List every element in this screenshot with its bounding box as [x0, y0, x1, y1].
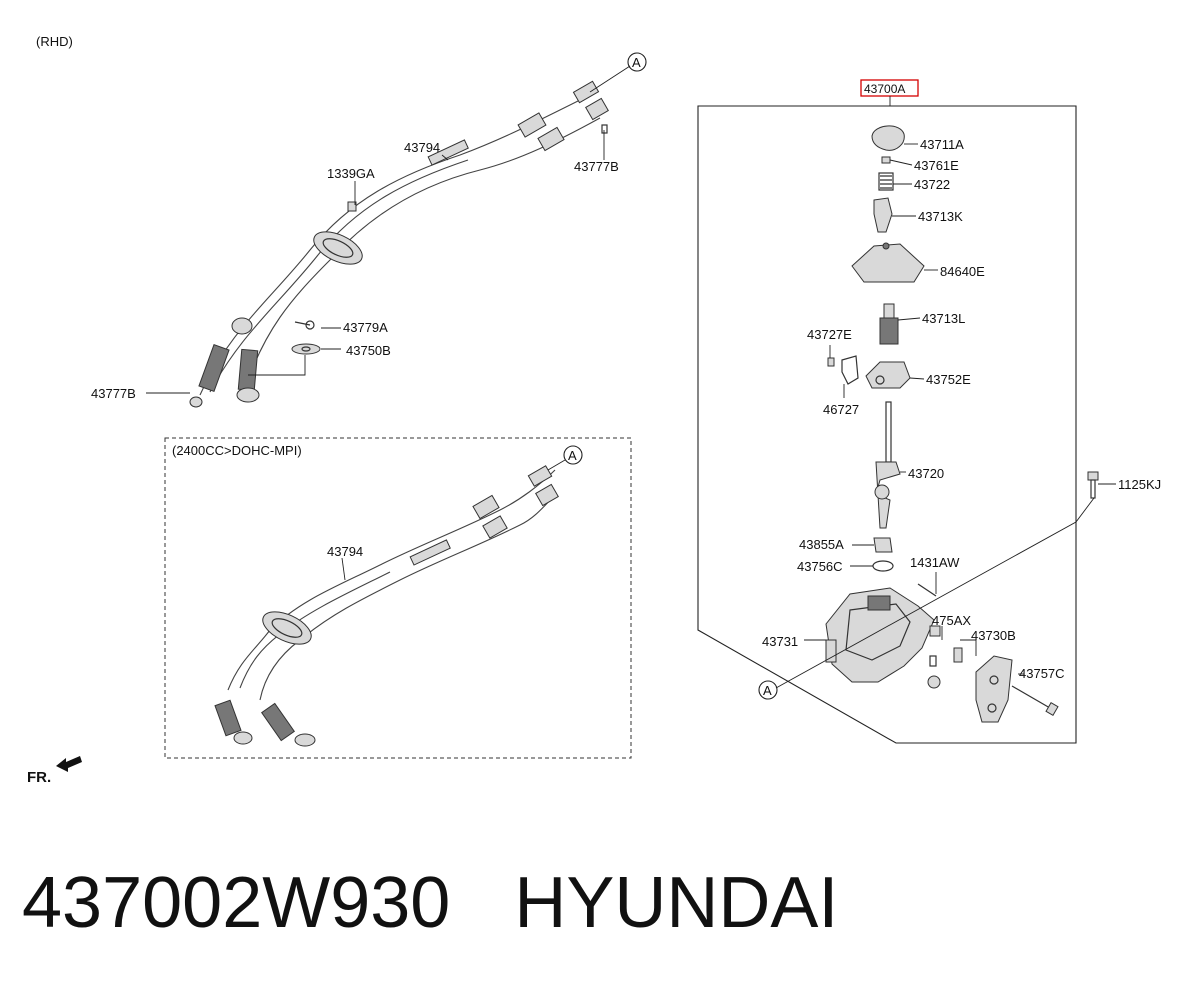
ref-marker-a-right-label: A — [763, 683, 772, 698]
part-number: 437002W930 — [22, 863, 451, 943]
ref-marker-a-top — [627, 52, 647, 72]
label-43757c: 43757C — [1019, 666, 1065, 681]
label-43855a: 43855A — [799, 537, 844, 552]
label-475ax: 475AX — [932, 613, 971, 628]
label-46727: 46727 — [823, 402, 859, 417]
label-1431aw: 1431AW — [910, 555, 960, 570]
label-43777b-top: 43777B — [574, 159, 619, 174]
ref-marker-a-box-label: A — [568, 448, 577, 463]
front-arrow-icon — [56, 756, 82, 772]
label-1339ga: 1339GA — [327, 166, 375, 181]
label-43727e: 43727E — [807, 327, 852, 342]
label-43761e: 43761E — [914, 158, 959, 173]
label-43722: 43722 — [914, 177, 950, 192]
label-43731: 43731 — [762, 634, 798, 649]
ref-marker-a-right — [758, 680, 778, 700]
label-43752e: 43752E — [926, 372, 971, 387]
label-84640e: 84640E — [940, 264, 985, 279]
front-marker: FR. — [27, 769, 51, 786]
label-43730b: 43730B — [971, 628, 1016, 643]
label-1125kj: 1125KJ — [1118, 477, 1161, 492]
assembly-outline — [697, 105, 1077, 744]
label-43794-box: 43794 — [327, 544, 363, 559]
top-cable-assembly-drawing — [189, 80, 609, 408]
label-43756c: 43756C — [797, 559, 843, 574]
ref-marker-a-top-label: A — [632, 55, 641, 70]
brand-name: HYUNDAI — [514, 863, 839, 943]
assembly-label: 43700A — [864, 82, 905, 96]
label-43779a: 43779A — [343, 320, 388, 335]
label-43777b-left: 43777B — [91, 386, 136, 401]
label-43794-top: 43794 — [404, 140, 440, 155]
part-caption: 437002W930 HYUNDAI — [22, 858, 838, 948]
label-43711a: 43711A — [920, 137, 964, 152]
label-43713k: 43713K — [918, 209, 963, 224]
ref-marker-a-box — [563, 445, 583, 465]
box-cable-assembly-drawing — [214, 465, 559, 747]
label-43750b: 43750B — [346, 343, 391, 358]
dohc-note: (2400CC>DOHC-MPI) — [172, 443, 302, 458]
label-43713l: 43713L — [922, 311, 965, 326]
assembly-label-box — [860, 79, 919, 97]
label-43720: 43720 — [908, 466, 944, 481]
rhd-note: (RHD) — [36, 34, 73, 49]
shifter-parts-drawing — [775, 125, 1099, 723]
